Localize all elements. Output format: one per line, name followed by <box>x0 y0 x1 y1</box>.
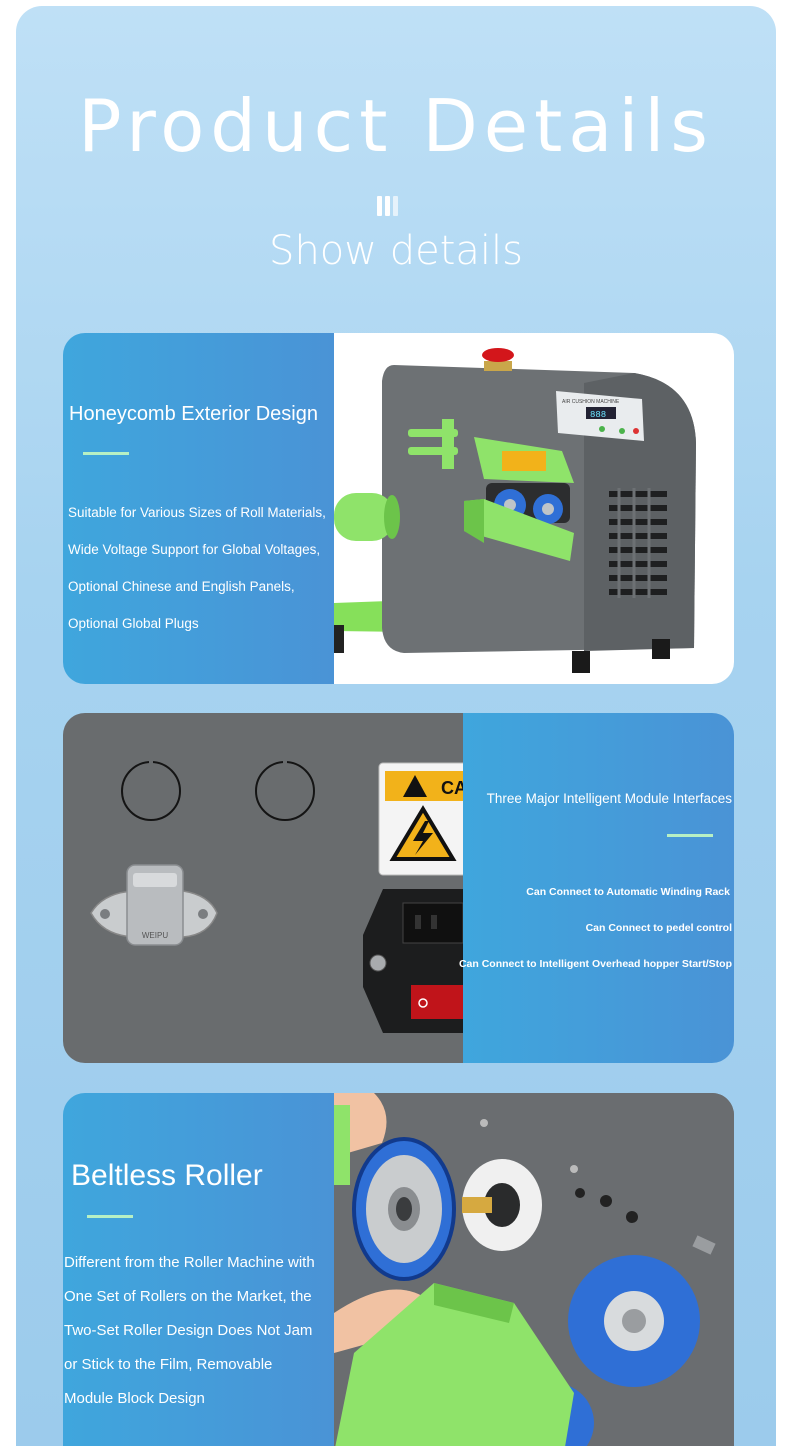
card3-feature-4: or Stick to the Film, Removable <box>64 1356 273 1373</box>
card3-feature-3: Two-Set Roller Design Does Not Jam <box>64 1322 313 1339</box>
interface-photo: WEIPU CA <box>63 713 463 1063</box>
card3-feature-2: One Set of Rollers on the Market, the <box>64 1288 312 1305</box>
card2-feature-1: Can Connect to Automatic Winding Rack <box>526 886 730 898</box>
connector-label: WEIPU <box>142 931 168 940</box>
card1-feature-1: Suitable for Various Sizes of Roll Mater… <box>68 505 326 520</box>
aviation-connector: WEIPU <box>90 864 218 946</box>
roller-photo <box>334 1093 734 1446</box>
panel-label: AIR CUSHION MACHINE <box>562 399 620 405</box>
warning-text: CA <box>441 778 463 798</box>
honeycomb-vent <box>609 491 667 595</box>
card3-heading: Beltless Roller <box>71 1159 263 1192</box>
card-text-panel <box>63 333 334 684</box>
card-text-panel <box>463 713 734 1063</box>
page-title: Product Details <box>78 84 714 168</box>
divider-bars-icon <box>377 196 407 218</box>
card2-heading: Three Major Intelligent Module Interface… <box>486 791 732 806</box>
card1-heading: Honeycomb Exterior Design <box>69 403 318 425</box>
card1-accent-line <box>83 452 129 455</box>
card3-feature-1: Different from the Roller Machine with <box>64 1254 315 1271</box>
page-subtitle: Show details <box>269 228 523 274</box>
product-details-panel: Product Details Show details <box>16 6 776 1446</box>
feature-card-honeycomb: AIR CUSHION MACHINE 888 <box>63 333 734 684</box>
panel-display: 888 <box>590 410 606 420</box>
feature-card-beltless-roller: Beltless Roller Different from the Rolle… <box>63 1093 734 1446</box>
feature-card-interfaces: WEIPU CA Three Major Intelligent Mod <box>63 713 734 1063</box>
card1-feature-2: Wide Voltage Support for Global Voltages… <box>68 542 321 557</box>
card3-accent-line <box>87 1215 133 1218</box>
card1-feature-3: Optional Chinese and English Panels, <box>68 579 295 594</box>
card1-feature-4: Optional Global Plugs <box>68 616 199 631</box>
card2-accent-line <box>667 834 713 837</box>
card-text-panel <box>63 1093 334 1446</box>
card2-feature-3: Can Connect to Intelligent Overhead hopp… <box>458 958 732 970</box>
card3-feature-5: Module Block Design <box>64 1390 205 1407</box>
card2-feature-2: Can Connect to pedel control <box>585 922 732 934</box>
machine-photo: AIR CUSHION MACHINE 888 <box>334 333 734 684</box>
